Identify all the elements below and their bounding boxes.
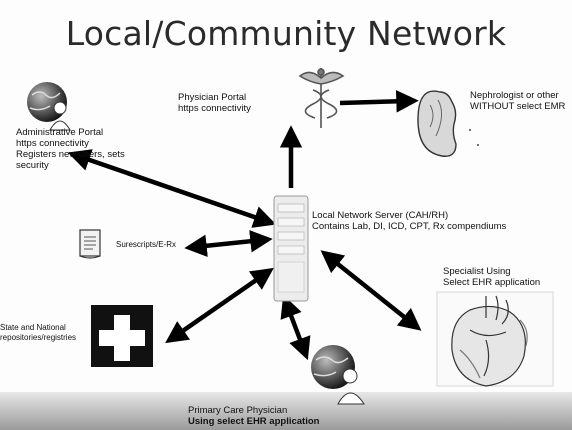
globe-user-icon: [311, 345, 365, 405]
specialist-line-1: Specialist Using: [443, 266, 511, 277]
admin-portal-label: Administrative Portal https connectivity…: [16, 127, 125, 171]
physician-portal-line-2: https connectivity: [178, 103, 251, 114]
physician-portal-label: Physician Portal https connectivity: [178, 92, 251, 114]
kidney-icon: [417, 90, 479, 157]
registries-label: State and National repositories/registri…: [0, 323, 76, 343]
admin-portal-line-1: Administrative Portal: [16, 127, 104, 138]
admin-portal-line-2: https connectivity: [16, 138, 89, 149]
specialist-label: Specialist Using Select EHR application: [443, 266, 540, 288]
floor-band: [0, 392, 572, 430]
registries-line-1: State and National: [0, 323, 66, 332]
server-line-2: Contains Lab, DI, ICD, CPT, Rx compendiu…: [312, 221, 507, 232]
nephrologist-label: Nephrologist or other WITHOUT select EMR: [470, 90, 565, 112]
primary-care-line-2: Using select EHR application: [188, 416, 320, 427]
nephrologist-line-1: Nephrologist or other: [470, 90, 559, 101]
arrow-server-specialist: [320, 250, 422, 331]
arrow-surescripts-server: [184, 230, 273, 257]
primary-care-label: Primary Care Physician Using select EHR …: [188, 405, 319, 427]
document-icon: [79, 229, 101, 259]
arrow-admin-server: [67, 149, 277, 228]
heart-diagram-icon: [436, 291, 554, 387]
surescripts-label: Surescripts/E-Rx: [116, 240, 177, 249]
specialist-line-2: Select EHR application: [443, 277, 541, 288]
medical-cross-icon: [91, 305, 153, 367]
arrow-registries-server: [165, 267, 274, 344]
slide-title: Local/Community Network: [65, 14, 507, 53]
server-line-1: Local Network Server (CAH/RH): [312, 210, 449, 221]
registries-line-2: repositories/registries: [0, 333, 77, 342]
server-label: Local Network Server (CAH/RH) Contains L…: [312, 210, 506, 232]
physician-portal-line-1: Physician Portal: [178, 92, 247, 103]
arrow-server-primary-care: [280, 294, 311, 361]
nephrologist-line-2: WITHOUT select EMR: [470, 101, 566, 112]
admin-portal-line-3: Registers new users, sets: [16, 149, 125, 160]
globe-user-icon: [27, 82, 71, 131]
admin-portal-line-4: security: [16, 160, 49, 171]
server-tower-icon: [273, 195, 309, 302]
caduceus-icon: [298, 68, 345, 128]
arrow-portal-to-nephrologist: [339, 90, 419, 113]
primary-care-line-1: Primary Care Physician: [188, 405, 288, 416]
